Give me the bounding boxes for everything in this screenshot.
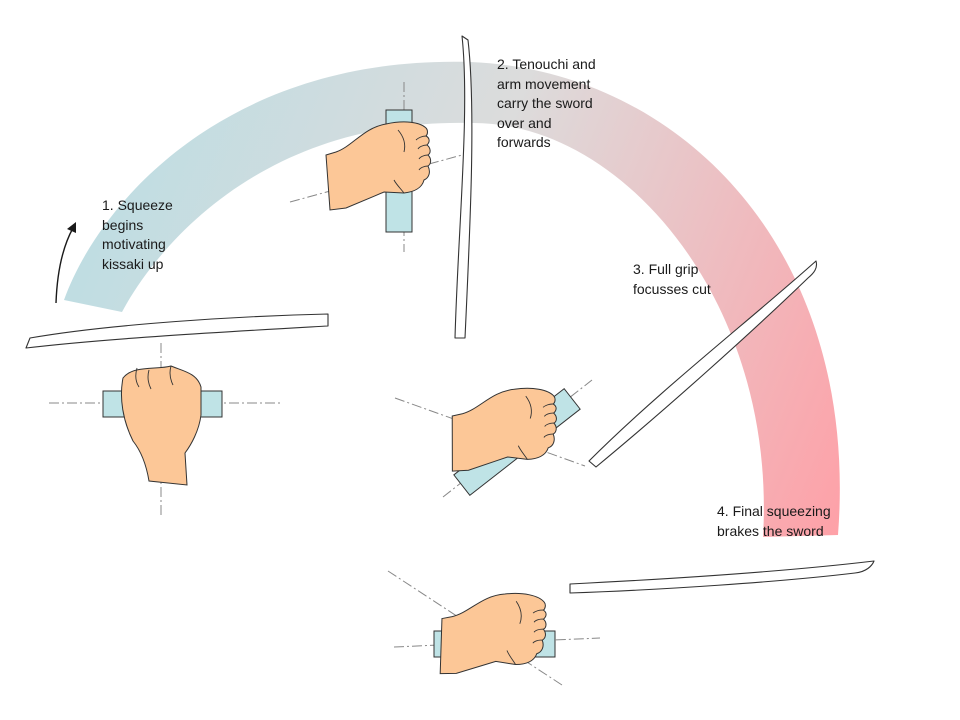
hand-fist-icon xyxy=(49,343,283,518)
step-2-line: carry the sword xyxy=(497,95,593,111)
step-1-line: 1. Squeeze xyxy=(102,197,173,213)
step-2-label: 2. Tenouchi and arm movement carry the swo… xyxy=(497,55,596,153)
step-3-line: 3. Full grip xyxy=(633,261,699,277)
step-1-line: begins xyxy=(102,216,144,233)
step-3-line: focusses cut xyxy=(633,280,711,297)
curved-arrow-icon xyxy=(55,222,76,304)
step-1-label: 1. Squeeze begins motivating kissaki up xyxy=(102,196,173,274)
step-4-line: brakes the sword xyxy=(717,522,824,539)
step-2-line: arm movement xyxy=(497,75,591,92)
sword-blade-icon xyxy=(454,35,473,339)
step-3-label: 3. Full grip focusses cut xyxy=(633,260,711,299)
step-2-line: 2. Tenouchi and xyxy=(497,56,596,72)
sword-blade-icon xyxy=(588,260,818,468)
hand-fist-icon xyxy=(394,379,593,498)
motion-arc xyxy=(64,61,840,537)
sword-blade-icon xyxy=(569,560,875,594)
step-2-line: forwards xyxy=(497,134,551,150)
step-1-line: kissaki up xyxy=(102,255,164,272)
hand-fist-icon xyxy=(289,82,463,252)
step-2-line: over and xyxy=(497,114,552,131)
hand-fist-icon xyxy=(387,570,601,686)
step-4-line: 4. Final squeezing xyxy=(717,503,831,519)
step-1-line: motivating xyxy=(102,236,166,252)
step-4-label: 4. Final squeezing brakes the sword xyxy=(717,502,831,541)
sword-blade-icon xyxy=(25,313,329,349)
